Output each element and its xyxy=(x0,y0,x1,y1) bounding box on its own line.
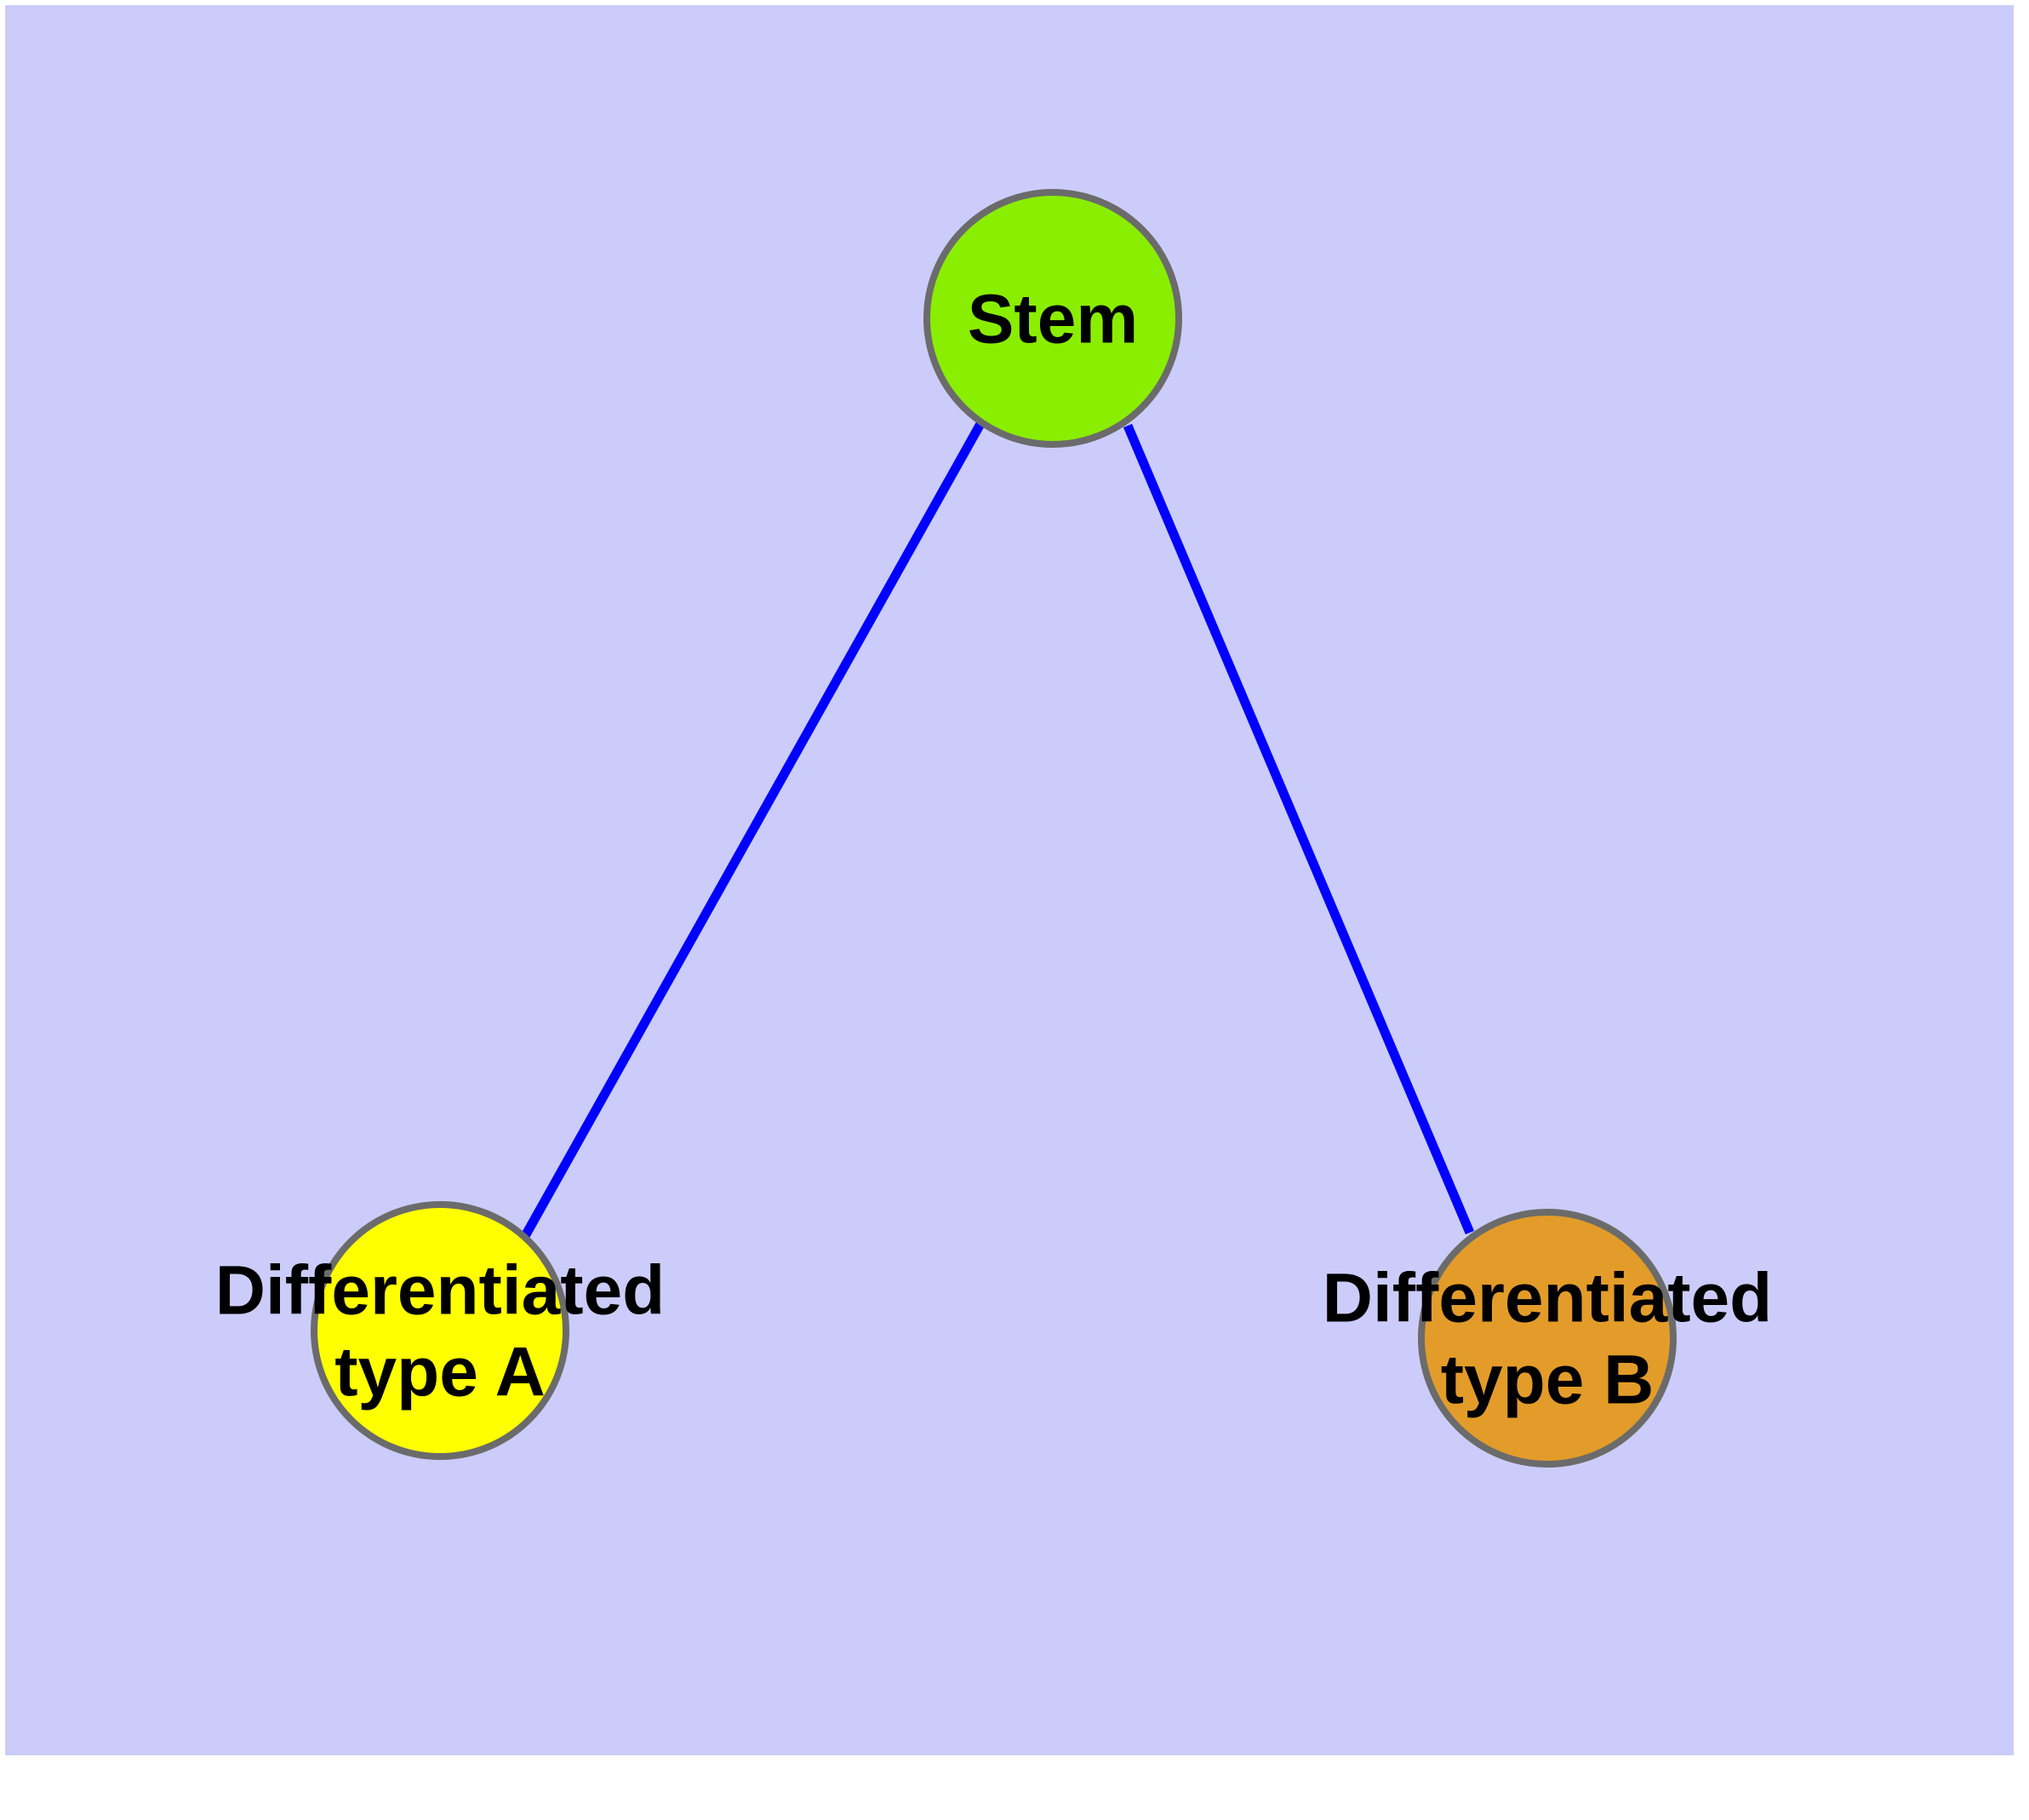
graph-edge-stem-to-diff-a[interactable] xyxy=(521,421,985,1239)
edges-layer xyxy=(521,421,1475,1239)
node-label-line: type B xyxy=(1441,1342,1655,1419)
node-label-stem: Stem xyxy=(968,281,1139,358)
node-label-line: Differentiated xyxy=(215,1252,666,1330)
graph-edge-stem-to-diff-b[interactable] xyxy=(1123,423,1475,1235)
node-label-line: type A xyxy=(334,1334,546,1411)
node-circle-diff_a[interactable] xyxy=(311,1201,569,1460)
node-circle-diff_b[interactable] xyxy=(1418,1209,1677,1468)
graph-node-stem[interactable]: Stem xyxy=(923,189,1182,448)
node-circle-stem[interactable] xyxy=(923,189,1182,448)
node-label-line: Differentiated xyxy=(1323,1260,1773,1337)
node-label-line: Stem xyxy=(968,281,1139,358)
